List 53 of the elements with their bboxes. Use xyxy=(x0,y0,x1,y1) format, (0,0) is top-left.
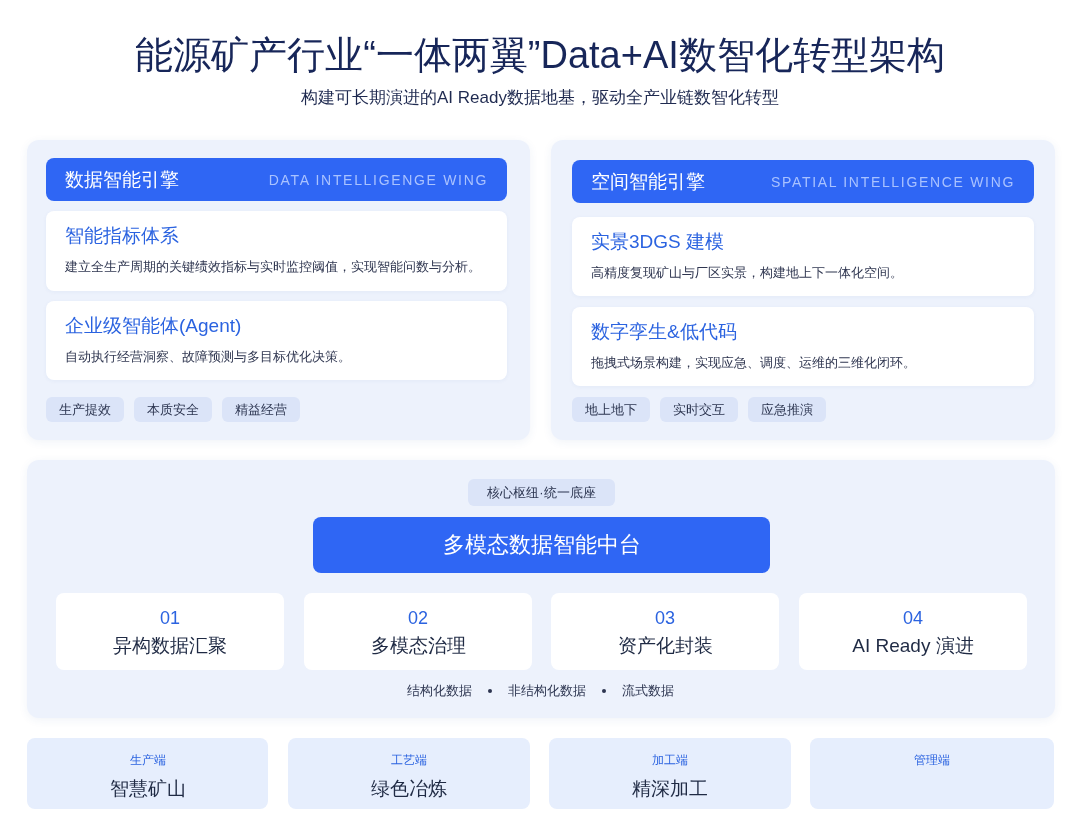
engine-header-bar xyxy=(572,160,1034,203)
capability-card xyxy=(46,301,507,380)
hub-tag: 核心枢纽·统一底座 xyxy=(468,479,615,506)
scenario-card xyxy=(810,738,1054,809)
capability-description: 自动执行经营洞察、故障预测与多目标优化决策。 xyxy=(65,348,352,366)
data-type-label: 结构化数据 xyxy=(406,682,472,700)
step-title: 异构数据汇聚 xyxy=(113,633,227,658)
engine-subtitle: DATA INTELLIGENGE WING xyxy=(268,170,488,189)
data-type-label: 非结构化数据 xyxy=(507,682,586,700)
scenario-title: 绿色冶炼 xyxy=(371,777,447,801)
step-number: 02 xyxy=(408,606,428,630)
step-title: 资产化封装 xyxy=(617,633,713,658)
scenario-category: 工艺端 xyxy=(391,752,427,768)
capability-card xyxy=(572,217,1034,296)
step-title: AI Ready 演进 xyxy=(852,633,974,658)
scenario-category: 管理端 xyxy=(914,752,950,768)
section-panel xyxy=(551,140,1055,440)
scenario-title: 智慧矿山 xyxy=(109,777,186,801)
capability-description: 建立全生产周期的关键绩效指标与实时监控阈值，实现智能问数与分析。 xyxy=(65,258,482,276)
scenario-card xyxy=(288,738,530,809)
capability-description: 拖拽式场景构建，实现应急、调度、运维的三维化闭环。 xyxy=(591,354,917,372)
engine-title: 空间智能引擎 xyxy=(591,169,705,194)
scenario-card xyxy=(549,738,791,809)
capability-title: 数字孪生&低代码 xyxy=(591,320,738,344)
diagram-title: 能源矿产行业“一体两翼”Data+AI数智化转型架构 xyxy=(135,33,945,78)
engine-title: 数据智能引擎 xyxy=(65,167,179,192)
section-panel xyxy=(27,460,1055,718)
capability-title: 实景3DGS 建模 xyxy=(591,230,726,254)
feature-tag: 地上地下 xyxy=(572,397,650,422)
step-number: 03 xyxy=(655,606,675,630)
capability-title: 企业级智能体(Agent) xyxy=(65,314,243,338)
feature-tag: 精益经营 xyxy=(222,397,300,422)
feature-tag: 生产提效 xyxy=(46,397,124,422)
capability-description: 高精度复现矿山与厂区实景，构建地上下一体化空间。 xyxy=(591,264,904,282)
feature-tag: 本质安全 xyxy=(134,397,212,422)
scenario-category: 加工端 xyxy=(652,752,688,768)
feature-tag: 应急推演 xyxy=(748,397,826,422)
platform-banner: 多模态数据智能中台 xyxy=(313,517,770,573)
step-number: 01 xyxy=(160,606,180,630)
scenario-card xyxy=(27,738,268,809)
section-panel xyxy=(27,140,530,440)
step-number: 04 xyxy=(903,606,923,630)
scenario-category: 生产端 xyxy=(129,752,166,768)
engine-header-bar xyxy=(46,158,507,201)
capability-title: 智能指标体系 xyxy=(65,224,180,248)
feature-tag: 实时交互 xyxy=(660,397,738,422)
data-type-label: 流式数据 xyxy=(621,682,674,700)
engine-subtitle: SPATIAL INTELLIGENCE WING xyxy=(771,172,1015,191)
subtitle: 构建可长期演进的AI Ready数据地基，驱动全产业链数智化转型 xyxy=(301,87,779,109)
capability-card xyxy=(46,211,507,291)
scenario-title: 精深加工 xyxy=(632,777,708,801)
step-title: 多模态治理 xyxy=(370,633,466,658)
capability-card xyxy=(572,307,1034,386)
